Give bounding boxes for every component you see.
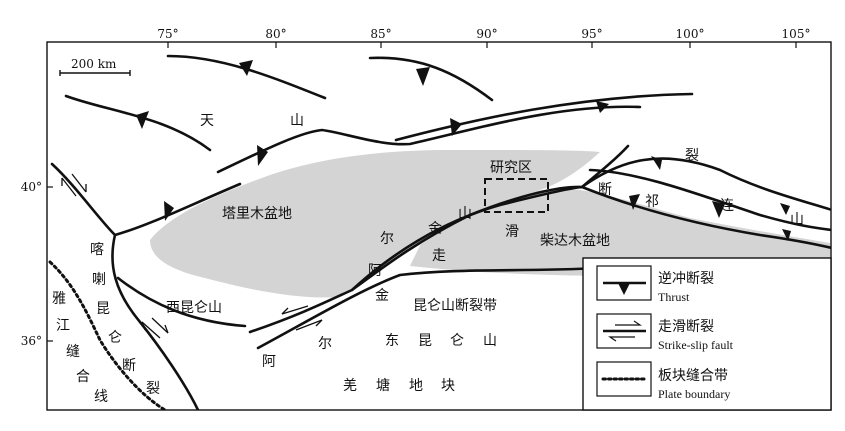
- qilian-fault-south: [580, 185, 831, 250]
- label-karakorum-1: 喀: [90, 242, 104, 258]
- longitude-label: 80°: [265, 27, 286, 41]
- west-kunlun-south: [116, 276, 247, 328]
- legend-strike-slip-en: Strike-slip fault: [658, 338, 734, 352]
- yarlung-zangbo-suture: [48, 260, 167, 410]
- place-labels: 天 山 塔里木盆地 柴达木盆地 西昆仑山 昆仑山断裂带 东 昆 仑 山 羌 塘 …: [52, 113, 804, 405]
- label-yarlung-4: 合: [76, 369, 90, 385]
- legend-plate-en: Plate boundary: [658, 387, 730, 401]
- label-tarim-basin: 塔里木盆地: [222, 206, 292, 222]
- label-altyn-upper-2: 金: [428, 221, 442, 237]
- label-altyn-upper-1: 尔: [380, 231, 394, 247]
- label-tianshan-1: 天: [200, 113, 214, 129]
- longitude-label: 90°: [476, 27, 497, 41]
- label-karakorum-2: 喇: [92, 272, 106, 288]
- longitude-label: 75°: [157, 27, 178, 41]
- label-east-kunlun-3: 仑: [450, 333, 464, 349]
- study-area-label: 研究区: [490, 160, 532, 176]
- label-qiangtang-3: 地: [409, 378, 423, 394]
- label-altyn-upper-3: 山: [458, 206, 472, 222]
- label-yarlung-5: 线: [94, 389, 108, 405]
- label-yarlung-3: 缝: [66, 344, 80, 360]
- legend-thrust-swatch: [596, 265, 652, 301]
- legend-thrust-cn: 逆冲断裂: [658, 271, 714, 287]
- label-east-kunlun-2: 昆: [418, 333, 432, 349]
- label-yarlung-1: 雅: [52, 291, 66, 307]
- tianshan-fault-west: [64, 94, 212, 152]
- study-area-box: [484, 178, 549, 213]
- legend-strike-slip-swatch: [596, 313, 652, 349]
- label-qilian-3: 祁: [645, 194, 659, 210]
- label-altyn-lower-2: 尔: [318, 336, 332, 352]
- label-qiangtang-4: 块: [441, 378, 455, 394]
- legend-plate-swatch: [596, 361, 652, 397]
- longitude-label: 95°: [581, 27, 602, 41]
- thrust-teeth: [136, 60, 791, 241]
- latitude-ticks: 40° 36°: [21, 180, 53, 348]
- scale-bar: 200 km: [59, 57, 131, 76]
- label-east-kunlun-4: 山: [483, 333, 497, 349]
- longitude-label: 105°: [782, 27, 811, 41]
- legend-strike-slip-cn: 走滑断裂: [658, 318, 714, 335]
- label-east-kunlun-1: 东: [385, 333, 399, 349]
- longitude-label: 85°: [370, 27, 391, 41]
- label-altyn-upper-5: 走: [432, 248, 446, 264]
- qaidam-basin-area: [410, 188, 830, 276]
- longitude-ticks: 75° 80° 85° 90° 95° 100° 105°: [157, 27, 810, 48]
- label-west-kunlun: 西昆仑山: [166, 300, 222, 316]
- tarim-basin-area: [150, 150, 600, 298]
- karakorum-fault: [111, 233, 200, 410]
- qilian-fault-north: [580, 157, 831, 212]
- label-qilian-1: 裂: [685, 148, 699, 164]
- label-altyn-upper-4: 阿: [368, 263, 382, 279]
- longitude-label: 100°: [676, 27, 705, 41]
- tianshan-south-front: [216, 105, 642, 174]
- label-karakorum-5: 断: [122, 358, 136, 374]
- label-karakorum-6: 裂: [146, 381, 160, 397]
- legend-thrust-en: Thrust: [658, 290, 690, 304]
- scale-bar-label: 200 km: [71, 57, 117, 71]
- label-yarlung-2: 江: [56, 318, 70, 334]
- east-kunlun-fault: [256, 266, 602, 350]
- latitude-label: 40°: [21, 180, 42, 194]
- tianshan-north-front: [394, 92, 694, 142]
- qilian-fault-middle: [588, 168, 831, 232]
- legend-plate-cn: 板块缝合带: [658, 368, 728, 384]
- label-qilian-4: 连: [720, 198, 734, 214]
- label-qaidam-basin: 柴达木盆地: [540, 233, 610, 249]
- altyn-tagh-fault-south: [248, 185, 584, 334]
- label-karakorum-4: 仑: [108, 330, 122, 346]
- label-qiangtang-2: 塘: [376, 378, 390, 394]
- tianshan-fault-north-2: [368, 56, 494, 102]
- label-altyn-lower-3: 阿: [262, 354, 276, 370]
- label-qilian-2: 断: [598, 182, 612, 198]
- latitude-label: 36°: [21, 334, 42, 348]
- label-qiangtang-1: 羌: [343, 378, 357, 394]
- label-karakorum-3: 昆: [96, 301, 110, 317]
- label-kunlun-fault-zone: 昆仑山断裂带: [413, 298, 497, 314]
- label-altyn-upper-6: 滑: [505, 223, 519, 240]
- legend: 逆冲断裂 Thrust 走滑断裂 Strike-slip fault 板块缝合带…: [582, 257, 832, 411]
- label-qilian-5: 山: [790, 212, 804, 228]
- strike-slip-arrows: [61, 173, 323, 339]
- map-frame: [46, 41, 832, 411]
- label-altyn-lower-1: 金: [375, 288, 389, 304]
- label-tianshan-2: 山: [290, 113, 304, 129]
